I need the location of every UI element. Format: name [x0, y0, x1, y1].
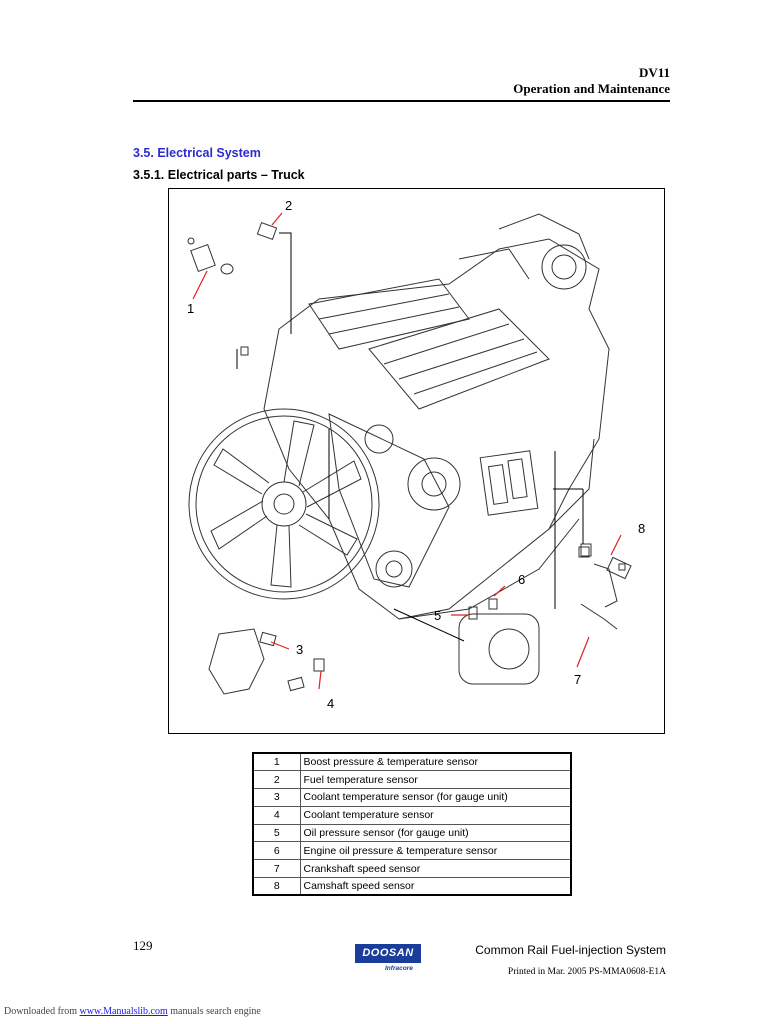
manualslib-link[interactable]: www.Manualslib.com — [79, 1006, 168, 1017]
callout-7: 7 — [574, 672, 581, 687]
print-info: Printed in Mar. 2005 PS-MMA0608-E1A — [507, 967, 666, 977]
part-number: 6 — [252, 841, 301, 861]
callout-3: 3 — [296, 642, 303, 657]
callout-1: 1 — [187, 301, 194, 316]
callout-6: 6 — [518, 572, 525, 587]
part-number: 8 — [252, 877, 301, 896]
engine-illustration: 1 2 3 4 5 6 7 8 — [187, 198, 645, 711]
logo-wordmark: DOOSAN — [355, 944, 421, 963]
part-name: Engine oil pressure & temperature sensor — [299, 841, 572, 861]
download-prefix: Downloaded from — [4, 1006, 80, 1017]
part-name: Crankshaft speed sensor — [299, 859, 572, 879]
download-note: Downloaded from www.Manualslib.com manua… — [4, 1006, 261, 1017]
part-name: Coolant temperature sensor — [299, 805, 572, 825]
callout-4: 4 — [327, 696, 334, 711]
part-number: 4 — [252, 805, 301, 825]
callout-5: 5 — [434, 608, 441, 623]
part-number: 3 — [252, 788, 301, 807]
engine-diagram: 1 2 3 4 5 6 7 8 — [168, 188, 665, 734]
section-title: 3.5. Electrical System — [133, 146, 261, 160]
part-number: 5 — [252, 823, 301, 843]
callout-2: 2 — [285, 198, 292, 213]
doosan-logo: DOOSAN Infracore — [355, 944, 421, 978]
manual-subtitle: Operation and Maintenance — [513, 81, 670, 96]
part-name: Fuel temperature sensor — [299, 770, 572, 790]
page-header: DV11 Operation and Maintenance — [133, 64, 670, 97]
part-number: 2 — [252, 770, 301, 790]
part-number: 1 — [252, 752, 301, 772]
logo-subtext: Infracore — [385, 965, 413, 972]
part-name: Camshaft speed sensor — [299, 877, 572, 896]
header-divider — [133, 100, 670, 102]
download-suffix: manuals search engine — [167, 1006, 261, 1017]
part-name: Coolant temperature sensor (for gauge un… — [299, 788, 572, 807]
callout-8: 8 — [638, 521, 645, 536]
model-name: DV11 — [638, 65, 670, 80]
subsection-title: 3.5.1. Electrical parts – Truck — [133, 168, 305, 182]
part-number: 7 — [252, 859, 301, 879]
part-name: Oil pressure sensor (for gauge unit) — [299, 823, 572, 843]
part-name: Boost pressure & temperature sensor — [299, 752, 572, 772]
document-title: Common Rail Fuel-injection System — [475, 943, 666, 957]
page-number: 129 — [133, 938, 153, 953]
